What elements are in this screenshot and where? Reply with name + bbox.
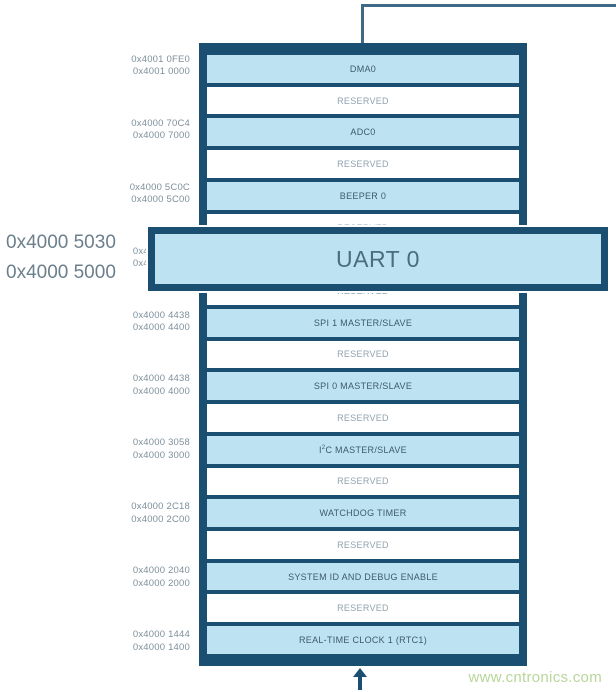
memory-row-reserved: RESERVED: [207, 531, 519, 559]
memory-row-reserved: RESERVED: [207, 404, 519, 432]
address-high: 0x4000 70C4: [131, 117, 190, 129]
uart0-callout-addresses: 0x4000 5030 0x4000 5000: [6, 228, 142, 288]
memory-row-label: RESERVED: [337, 539, 389, 550]
uart0-callout-title: UART 0: [336, 245, 420, 272]
address-low: 0x4001 0000: [132, 66, 190, 78]
memory-row-label: BEEPER 0: [339, 190, 387, 201]
watermark-text: www.cntronics.com: [468, 669, 602, 686]
memory-row-peripheral: BEEPER 0: [207, 177, 519, 214]
memory-row-peripheral: I2C MASTER/SLAVE: [207, 431, 519, 468]
address-low: 0x4000 4400: [132, 322, 190, 334]
address-high: 0x4000 3058: [132, 437, 190, 449]
memory-row-label: RESERVED: [337, 603, 389, 614]
address-low: 0x4000 2000: [132, 577, 190, 589]
memory-row-peripheral: SPI 0 MASTER/SLAVE: [207, 368, 519, 405]
memory-row-label: DMA0: [349, 63, 377, 74]
address-high: 0x4000 2C18: [131, 501, 190, 513]
memory-row-peripheral: REAL-TIME CLOCK 1 (RTC1): [207, 622, 519, 658]
memory-row-reserved: RESERVED: [207, 594, 519, 623]
uart0-addr-high: 0x4000 5030: [6, 232, 116, 253]
memory-row-label: WATCHDOG TIMER: [319, 508, 407, 519]
address-low: 0x4000 4000: [132, 385, 190, 397]
uart0-addr-low: 0x4000 5000: [6, 262, 116, 283]
address-low: 0x4000 3000: [132, 449, 190, 461]
memory-row-peripheral: DMA0: [207, 51, 519, 87]
address-high: 0x4000 4438: [132, 309, 190, 321]
memory-row-reserved: RESERVED: [207, 340, 519, 369]
memory-row-label: RESERVED: [337, 412, 389, 423]
memory-row-reserved: RESERVED: [207, 467, 519, 496]
memory-row-peripheral: WATCHDOG TIMER: [207, 495, 519, 532]
memory-row-reserved: RESERVED: [207, 86, 519, 115]
uart0-callout-box: UART 0: [146, 225, 610, 293]
memory-row-label: RESERVED: [337, 286, 389, 296]
address-high: 0x4000 4438: [132, 373, 190, 385]
memory-row-label: SPI 1 MASTER/SLAVE: [313, 317, 413, 328]
memory-row-label: SYSTEM ID AND DEBUG ENABLE: [288, 571, 438, 582]
address-low: 0x4000 5C00: [131, 194, 190, 206]
address-low: 0x4000 1400: [132, 641, 190, 653]
memory-row-label: REAL-TIME CLOCK 1 (RTC1): [298, 635, 428, 646]
memory-row-reserved: RESERVED: [207, 150, 519, 178]
memory-row-label: RESERVED: [337, 95, 389, 106]
address-high: 0x4001 0FE0: [131, 53, 190, 65]
memory-row-peripheral: SYSTEM ID AND DEBUG ENABLE: [207, 558, 519, 595]
memory-row-peripheral: SPI 1 MASTER/SLAVE: [207, 304, 519, 341]
address-high: 0x4000 1444: [132, 629, 190, 641]
address-high: 0x4000 5C0C: [129, 181, 190, 193]
memory-row-label: ADC0: [350, 127, 376, 138]
memory-row-label: SPI 0 MASTER/SLAVE: [313, 381, 413, 392]
memory-row-label: RESERVED: [337, 476, 389, 487]
memory-row-label: I2C MASTER/SLAVE: [318, 444, 407, 455]
top-connector-horizontal: [361, 4, 616, 7]
memory-row-peripheral: ADC0: [207, 114, 519, 151]
address-high: 0x4000 2040: [132, 565, 190, 577]
memory-row-label: RESERVED: [337, 159, 389, 170]
address-low: 0x4000 2C00: [131, 513, 190, 525]
top-connector-vertical: [361, 4, 364, 44]
address-low: 0x4000 7000: [132, 130, 190, 142]
memory-row-label: RESERVED: [337, 349, 389, 360]
